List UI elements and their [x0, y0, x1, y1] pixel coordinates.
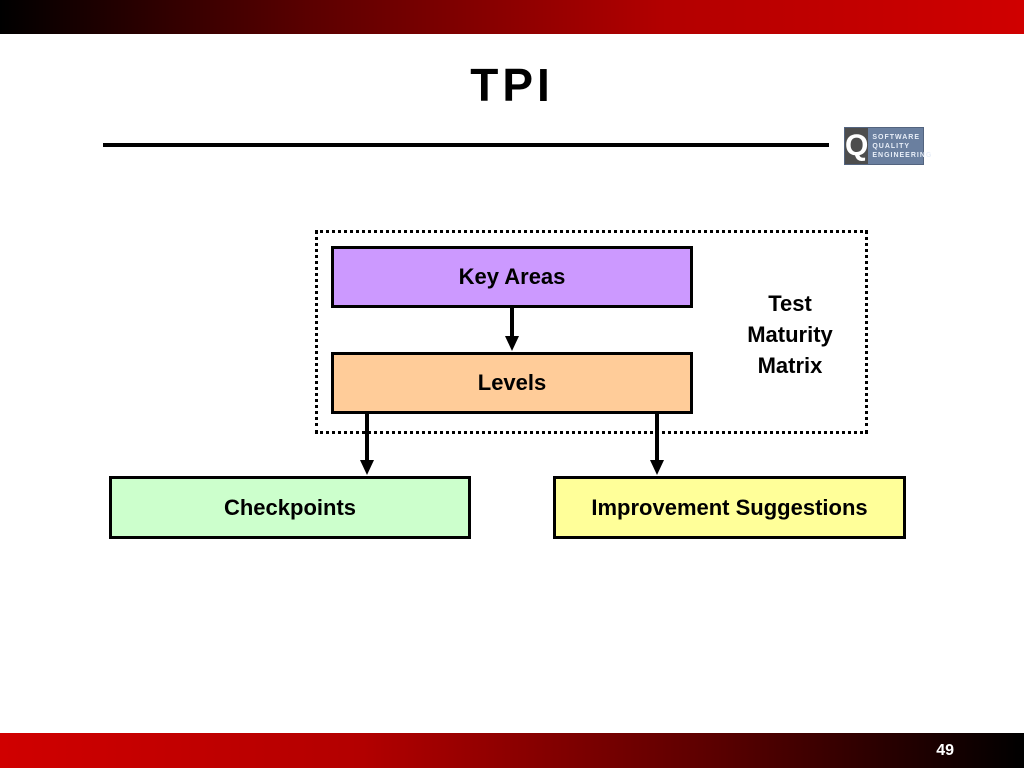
logo-word: QUALITY [872, 142, 911, 150]
page-number: 49 [936, 742, 954, 759]
logo-q-mark: Q [845, 128, 869, 164]
slide-title: TPI [470, 59, 554, 111]
title-underline [103, 143, 829, 147]
arrow-levels-to-improvement [650, 414, 664, 475]
logo-wordmark: SOFTWARE QUALITY ENGINEERING [868, 128, 932, 164]
levels-box: Levels [331, 352, 693, 414]
key-areas-box: Key Areas [331, 246, 693, 308]
test-maturity-matrix-label: Test Maturity Matrix [730, 288, 850, 381]
logo-word: ENGINEERING [872, 151, 933, 159]
matrix-label-line: Maturity [747, 322, 833, 347]
sqe-logo: Q SOFTWARE QUALITY ENGINEERING [844, 127, 931, 165]
bottom-footer-band: 49 [0, 733, 1024, 768]
matrix-label-line: Matrix [757, 353, 823, 378]
matrix-label-line: Test [768, 291, 812, 316]
top-header-band [0, 0, 1024, 34]
test-maturity-matrix-group [315, 230, 868, 434]
arrow-key-areas-to-levels [505, 308, 519, 351]
logo-word: SOFTWARE [872, 133, 921, 141]
improvement-suggestions-box: Improvement Suggestions [553, 476, 906, 539]
arrow-levels-to-checkpoints [360, 414, 374, 475]
checkpoints-box: Checkpoints [109, 476, 471, 539]
